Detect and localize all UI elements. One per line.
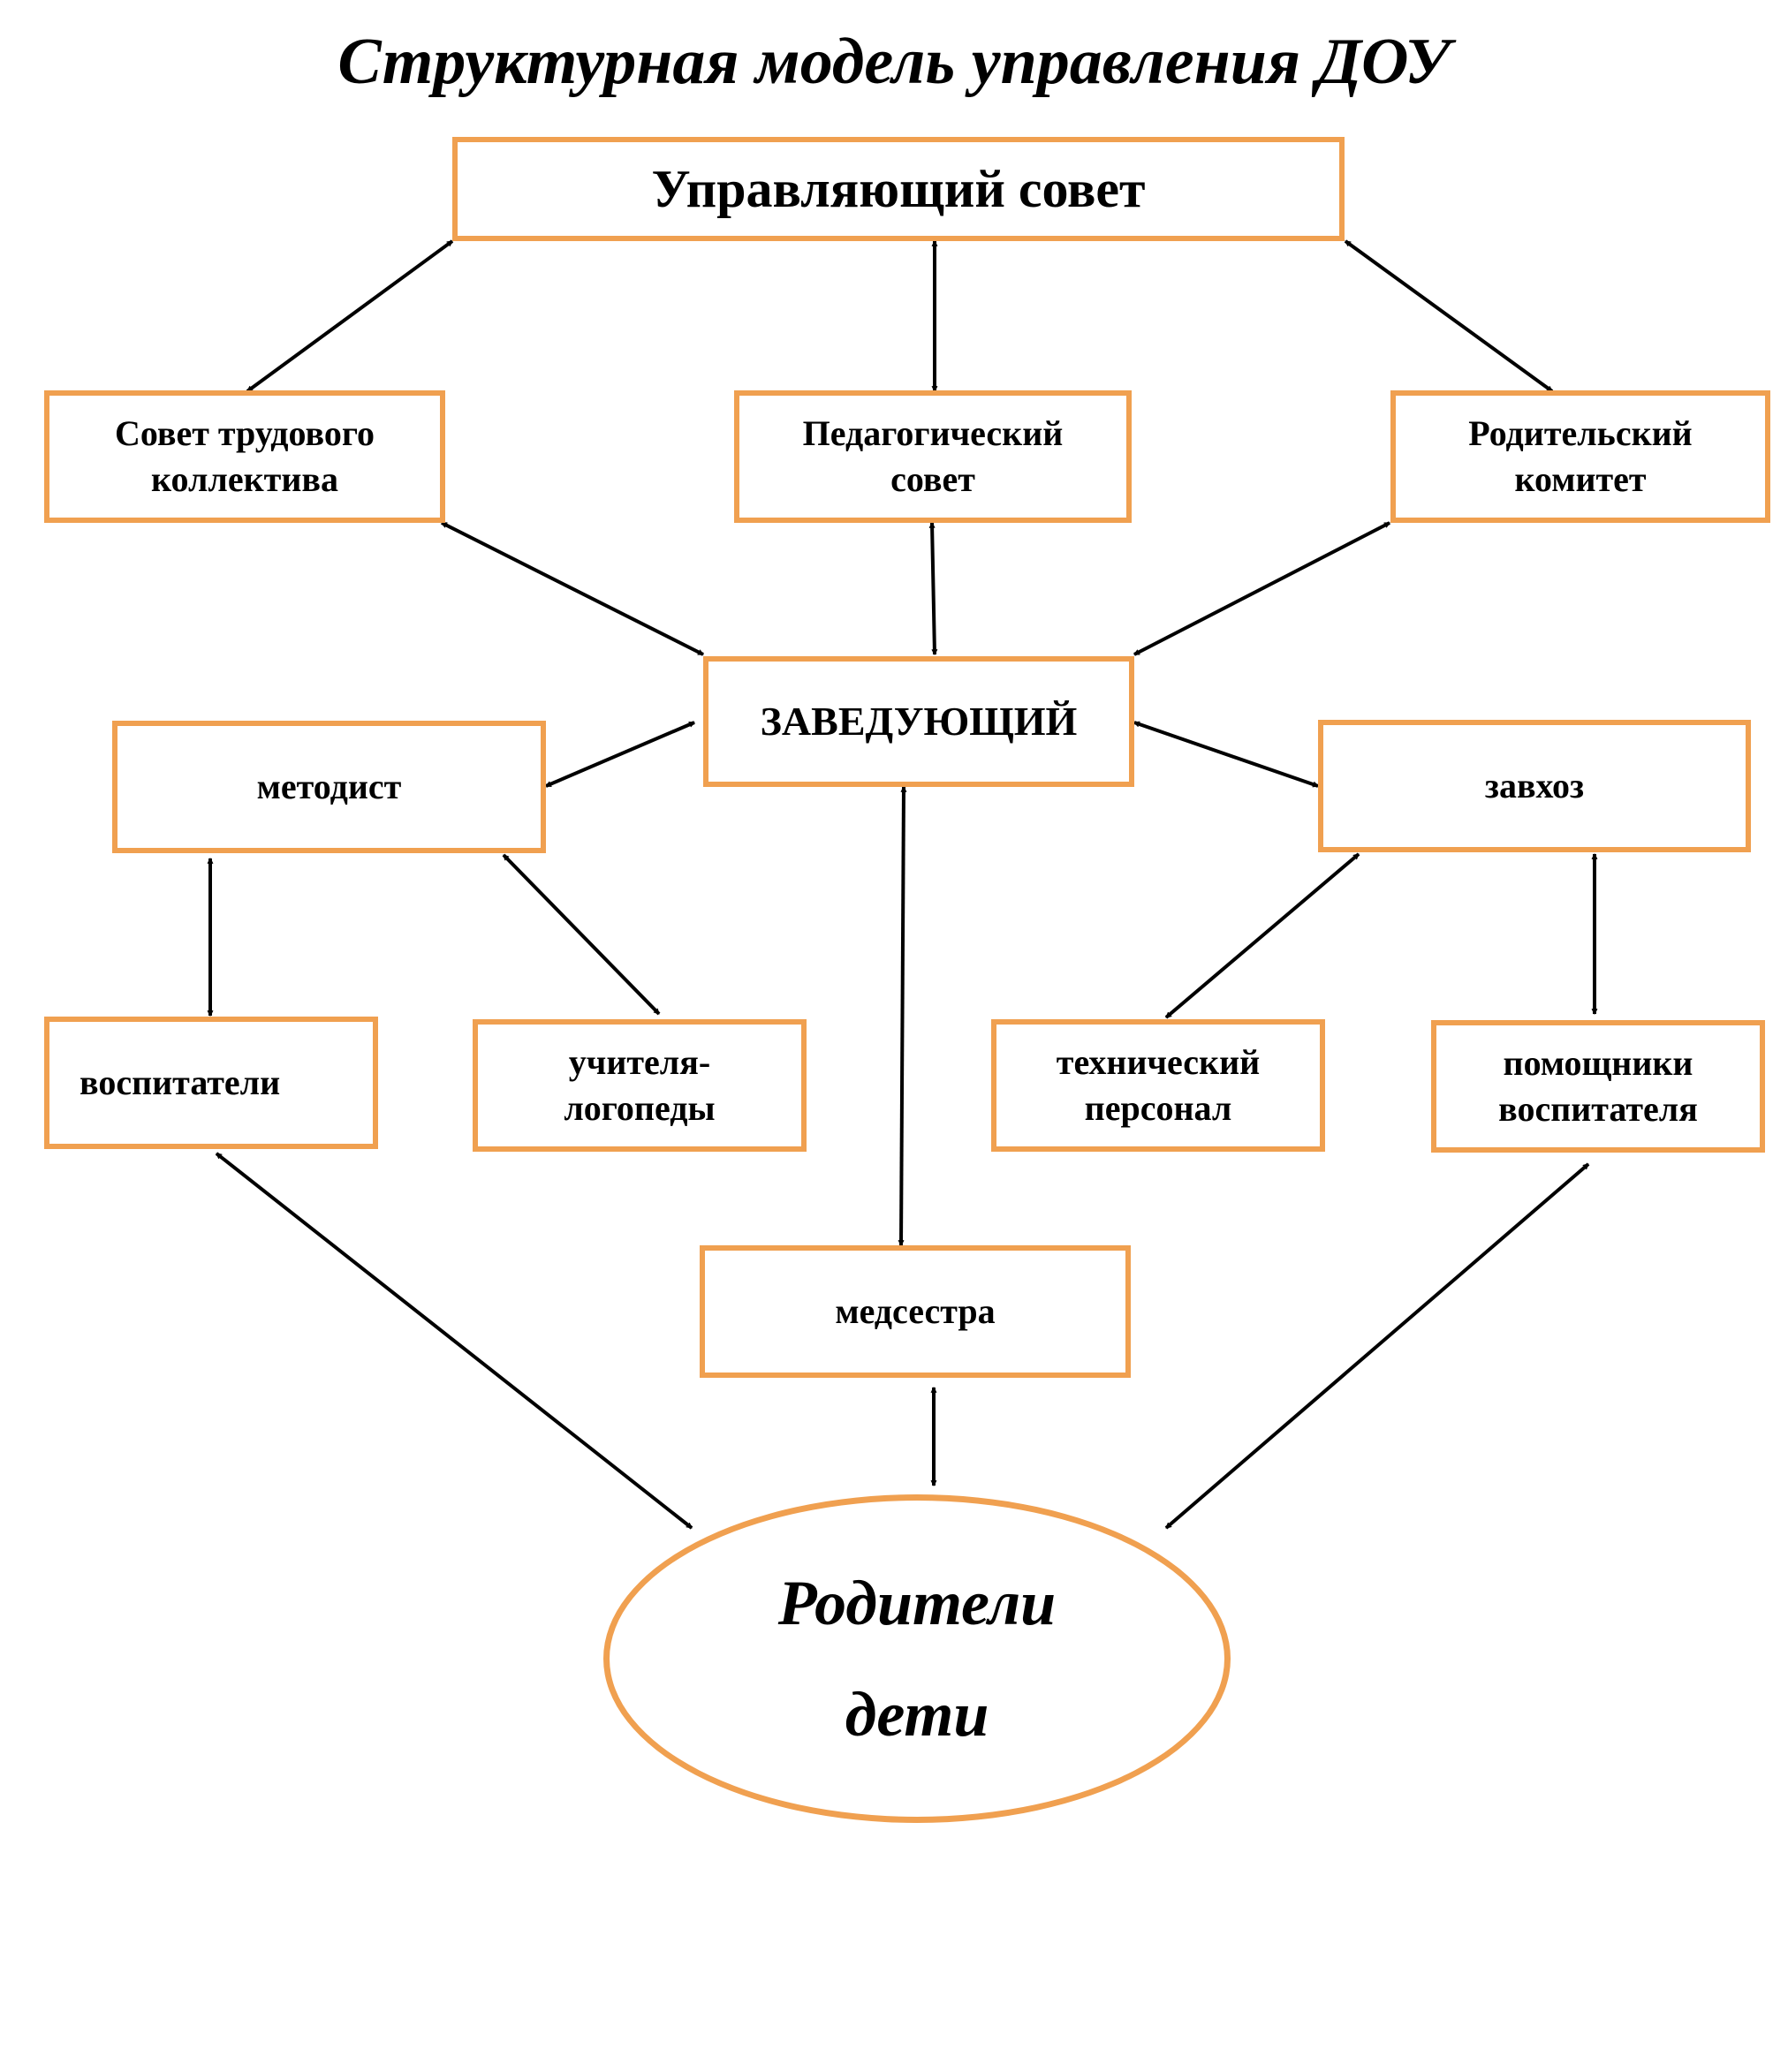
node-methodist: методист: [112, 721, 546, 853]
connector-head-to-supply-manager: [1134, 721, 1318, 788]
node-head-label: ЗАВЕДУЮЩИЙ: [760, 699, 1078, 744]
node-methodist-label: методист: [256, 767, 402, 806]
connector-council-to-labor-council: [246, 239, 454, 393]
node-assistant-educators: помощники воспитателя: [1431, 1020, 1765, 1153]
node-labor-council: Совет трудового коллектива: [44, 390, 445, 523]
connector-educators-to-parents-children: [215, 1152, 693, 1530]
node-speech-therapists-line1: учителя-: [568, 1042, 711, 1082]
connector-parent-committee-to-head: [1134, 521, 1390, 656]
node-ped-council: Педагогический совет: [734, 390, 1132, 523]
node-council: Управляющий совет: [452, 137, 1345, 241]
node-ped-council-line2: совет: [890, 459, 975, 499]
node-assistant-educators-line2: воспитателя: [1498, 1089, 1698, 1129]
node-speech-therapists-line2: логопеды: [564, 1088, 716, 1128]
diagram-title: Структурная модель управления ДОУ: [337, 26, 1451, 98]
node-nurse: медсестра: [700, 1245, 1131, 1378]
connector-supply-manager-to-technical-staff: [1164, 852, 1360, 1019]
node-parent-committee: Родительский комитет: [1390, 390, 1770, 523]
node-head: ЗАВЕДУЮЩИЙ: [703, 656, 1134, 787]
node-supply-manager-label: завхоз: [1484, 766, 1585, 805]
node-parents-children-line1: Родители: [777, 1568, 1057, 1638]
connector-ped-council-to-head: [932, 523, 935, 654]
node-assistant-educators-line1: помощники: [1503, 1043, 1693, 1083]
node-speech-therapists: учителя- логопеды: [473, 1019, 807, 1152]
connector-methodist-to-speech-therapists: [502, 853, 661, 1016]
node-ped-council-line1: Педагогический: [802, 413, 1064, 453]
node-parents-children: Родители дети: [603, 1494, 1231, 1823]
node-nurse-label: медсестра: [835, 1291, 996, 1331]
node-parents-children-line2: дети: [845, 1679, 989, 1750]
node-technical-staff: технический персонал: [991, 1019, 1325, 1152]
node-educators: воспитатели: [44, 1017, 378, 1149]
node-technical-staff-line2: персонал: [1084, 1088, 1232, 1128]
connector-labor-council-to-head: [442, 521, 703, 656]
node-labor-council-line1: Совет трудового: [115, 413, 375, 453]
node-parent-committee-line1: Родительский: [1468, 413, 1693, 453]
node-educators-label: воспитатели: [80, 1062, 281, 1102]
connector-head-to-nurse: [901, 787, 904, 1245]
node-council-label: Управляющий совет: [651, 160, 1146, 218]
node-labor-council-line2: коллектива: [151, 459, 338, 499]
node-technical-staff-line1: технический: [1056, 1042, 1261, 1082]
connector-council-to-parent-committee: [1344, 239, 1554, 393]
node-supply-manager: завхоз: [1318, 720, 1751, 852]
connector-head-to-methodist: [546, 721, 694, 788]
connector-assistant-educators-to-parents-children: [1164, 1162, 1590, 1530]
node-parent-committee-line2: комитет: [1514, 459, 1647, 499]
